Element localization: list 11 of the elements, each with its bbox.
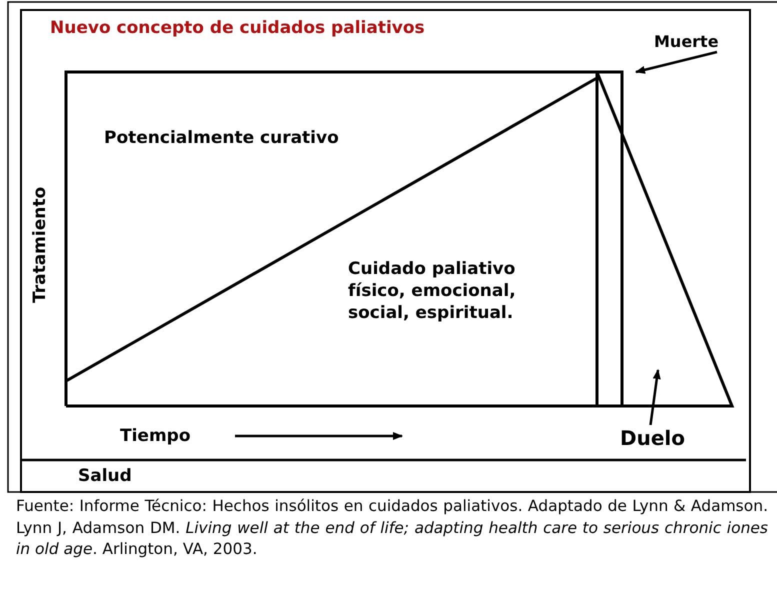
region-label: Potencialmente curativo bbox=[104, 128, 339, 148]
arrow bbox=[635, 50, 718, 74]
text-label: Duelo bbox=[620, 426, 685, 450]
axis-label: Salud bbox=[78, 466, 132, 486]
region-label: Cuidado paliativo físico, emocional, social, espiritual. bbox=[348, 258, 517, 324]
text-label: Muerte bbox=[654, 32, 719, 51]
chart-title: Nuevo concepto de cuidados paliativos bbox=[50, 18, 425, 38]
source-caption: Fuente: Informe Técnico: Hechos insólitos en cuidados paliativos. Adaptado de Lynn & Adamson. Lynn J, Adamson DM. Living well at the end of life; adapting health care to serious chronic iones in old age. Arlington, VA, 2003. bbox=[16, 496, 768, 560]
axis-label: Tratamiento bbox=[30, 186, 50, 303]
arrow bbox=[649, 369, 661, 426]
axis-label: Tiempo bbox=[120, 426, 191, 446]
